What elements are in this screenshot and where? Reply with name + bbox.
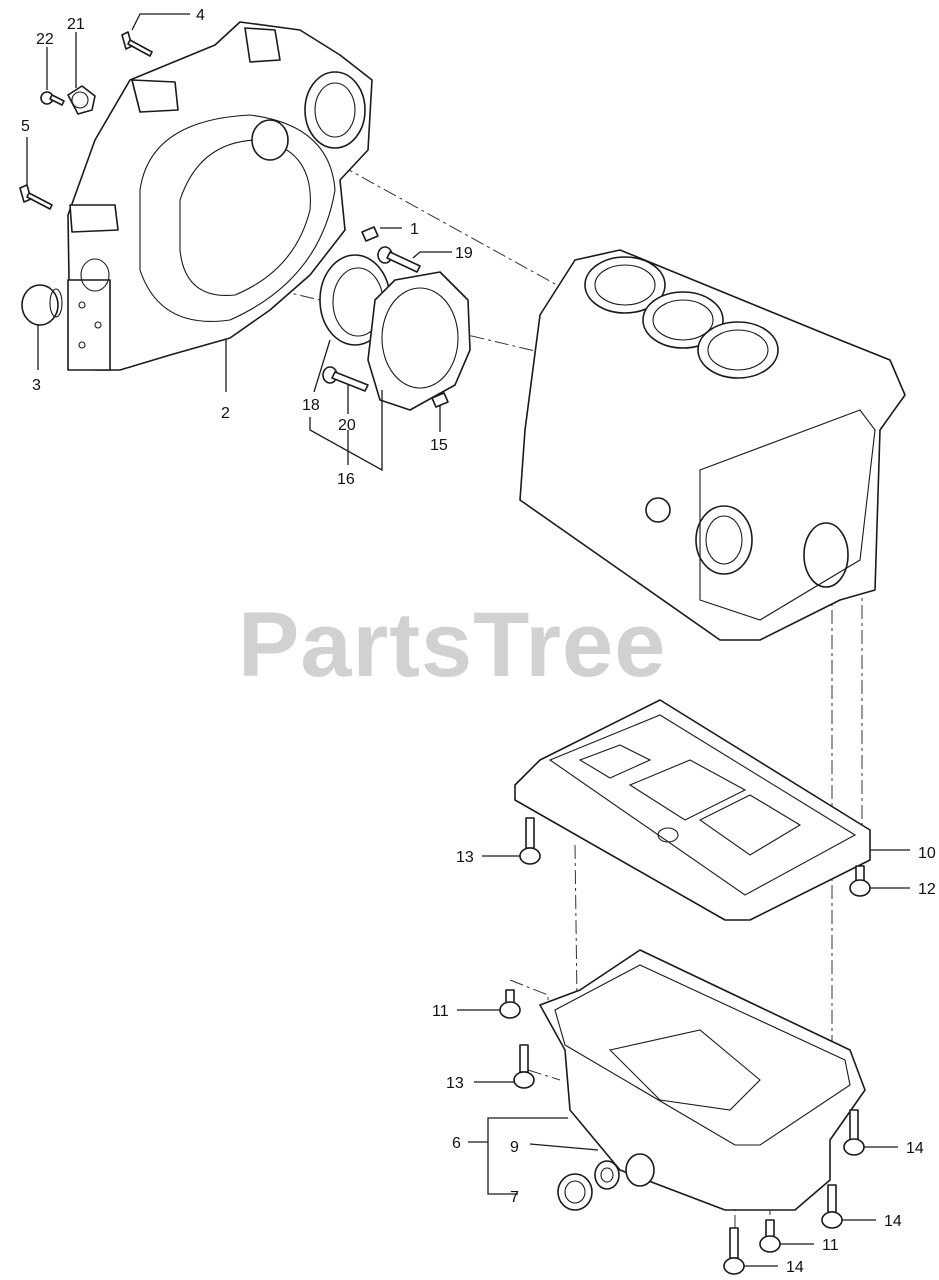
callout-15: 15 xyxy=(430,437,448,454)
watermark: PartsTree xyxy=(238,594,666,696)
gasket-washer xyxy=(594,1160,620,1190)
seal-retainer xyxy=(367,271,471,411)
callout-1: 1 xyxy=(410,221,419,238)
callout-11-upper: 11 xyxy=(432,1003,449,1020)
callout-9: 9 xyxy=(510,1139,519,1156)
callout-19: 19 xyxy=(455,245,473,262)
callout-14-right: 14 xyxy=(906,1140,924,1157)
flywheel-housing xyxy=(67,21,373,371)
dowel-pin-15 xyxy=(431,392,449,408)
callout-22: 22 xyxy=(36,31,54,48)
callout-4: 4 xyxy=(196,7,205,24)
bolt-14-mid xyxy=(821,1184,843,1229)
callout-14-bottom: 14 xyxy=(786,1259,804,1276)
callout-5: 5 xyxy=(21,118,30,135)
oil-pan xyxy=(539,949,866,1211)
callout-13-upper: 13 xyxy=(456,849,474,866)
leader-lines xyxy=(26,13,910,1267)
callout-7: 7 xyxy=(510,1189,519,1206)
callout-11-lower: 11 xyxy=(822,1237,839,1254)
callout-2: 2 xyxy=(221,405,230,422)
plug xyxy=(21,284,63,326)
callout-6: 6 xyxy=(452,1135,461,1152)
bolt-4 xyxy=(121,31,153,57)
bolt-5 xyxy=(19,184,53,210)
drain-plug xyxy=(557,1173,593,1211)
bolt-11-upper xyxy=(499,989,521,1019)
bolt-19 xyxy=(377,246,421,273)
bolt-20 xyxy=(322,366,369,392)
callout-12: 12 xyxy=(918,881,936,898)
callout-21: 21 xyxy=(67,16,85,33)
callout-13-lower: 13 xyxy=(446,1075,464,1092)
bolt-22 xyxy=(40,91,65,106)
bolt-12 xyxy=(849,865,871,897)
bolt-11-lower xyxy=(759,1219,781,1253)
sensor xyxy=(67,85,96,115)
callout-20: 20 xyxy=(338,417,356,434)
dowel-pin-1 xyxy=(361,226,379,242)
callout-16: 16 xyxy=(337,471,355,488)
bolt-14-right xyxy=(843,1109,865,1156)
bolt-14-bottom xyxy=(723,1227,745,1275)
callout-labels: 4 21 22 5 3 2 1 19 18 20 15 16 13 10 12 … xyxy=(21,7,936,1276)
callout-18: 18 xyxy=(302,397,320,414)
callout-10: 10 xyxy=(918,845,936,862)
callout-14-mid: 14 xyxy=(884,1213,902,1230)
oil-pan-adapter xyxy=(514,699,871,921)
callout-3: 3 xyxy=(32,377,41,394)
bolt-13-lower xyxy=(513,1044,535,1089)
engine-block xyxy=(519,249,906,641)
bolt-13-upper xyxy=(519,817,541,865)
